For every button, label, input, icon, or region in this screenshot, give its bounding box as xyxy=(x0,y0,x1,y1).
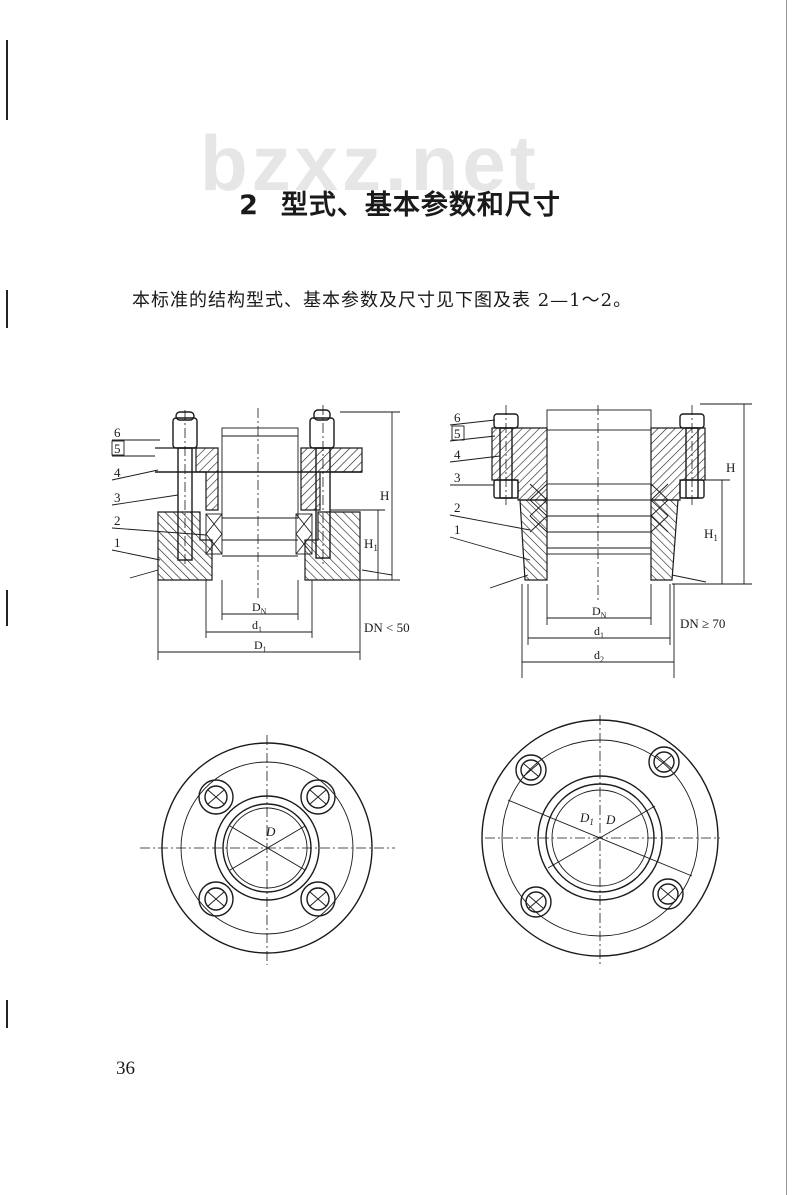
plan-view-right: D1 D xyxy=(481,715,720,965)
dim-h1-label: H1 xyxy=(364,536,378,553)
part-label-4: 4 xyxy=(114,465,121,480)
part-label-1: 1 xyxy=(454,522,461,537)
part-label-2: 2 xyxy=(454,500,461,515)
left-margin-rule xyxy=(6,590,8,626)
dim-D1-label: D1 xyxy=(254,638,267,654)
left-margin-rule xyxy=(6,290,8,328)
part-label-6: 6 xyxy=(454,410,461,425)
plan-dim-label: D xyxy=(265,824,276,839)
section-view-right: 6 5 4 3 2 1 H H1 DN d1 d2 DN ≥ 70 xyxy=(449,403,752,678)
condition-label: DN < 50 xyxy=(364,620,410,635)
section-heading: 2 型式、基本参数和尺寸 xyxy=(0,183,800,222)
dim-dn-label: DN xyxy=(252,600,267,616)
intro-paragraph: 本标准的结构型式、基本参数及尺寸见下图及表 2—1～2。 xyxy=(132,290,633,311)
plan-view-left: D xyxy=(140,735,395,965)
part-label-4: 4 xyxy=(454,447,461,462)
plan-dim-label-d: D xyxy=(605,812,616,827)
dim-h1-label: H1 xyxy=(704,526,718,543)
part-label-6: 6 xyxy=(114,425,121,440)
section-view-left: 6 5 4 3 2 1 H H1 DN d1 D1 DN < 50 xyxy=(111,405,410,660)
dim-h-label: H xyxy=(380,488,389,503)
section-number: 2 xyxy=(239,190,259,221)
dim-d2-label: d2 xyxy=(594,648,604,664)
part-label-2: 2 xyxy=(114,513,121,528)
left-margin-rule xyxy=(6,40,8,120)
part-label-3: 3 xyxy=(454,470,461,485)
part-label-5: 5 xyxy=(454,426,461,441)
part-label-3: 3 xyxy=(114,490,121,505)
left-margin-rule xyxy=(6,1000,8,1028)
right-margin-rule xyxy=(786,0,787,1195)
part-label-1: 1 xyxy=(114,535,121,550)
part-label-5: 5 xyxy=(114,441,121,456)
plan-dim-label-d1: D1 xyxy=(579,810,594,827)
dim-d1-label: d1 xyxy=(252,618,262,634)
page-number: 36 xyxy=(116,1058,135,1079)
watermark: bzxz.net xyxy=(200,119,540,207)
dim-h-label: H xyxy=(726,460,735,475)
section-title: 型式、基本参数和尺寸 xyxy=(280,190,561,221)
dim-d1-label: d1 xyxy=(594,624,604,640)
dim-dn-label: DN xyxy=(592,604,607,620)
condition-label: DN ≥ 70 xyxy=(680,616,725,631)
